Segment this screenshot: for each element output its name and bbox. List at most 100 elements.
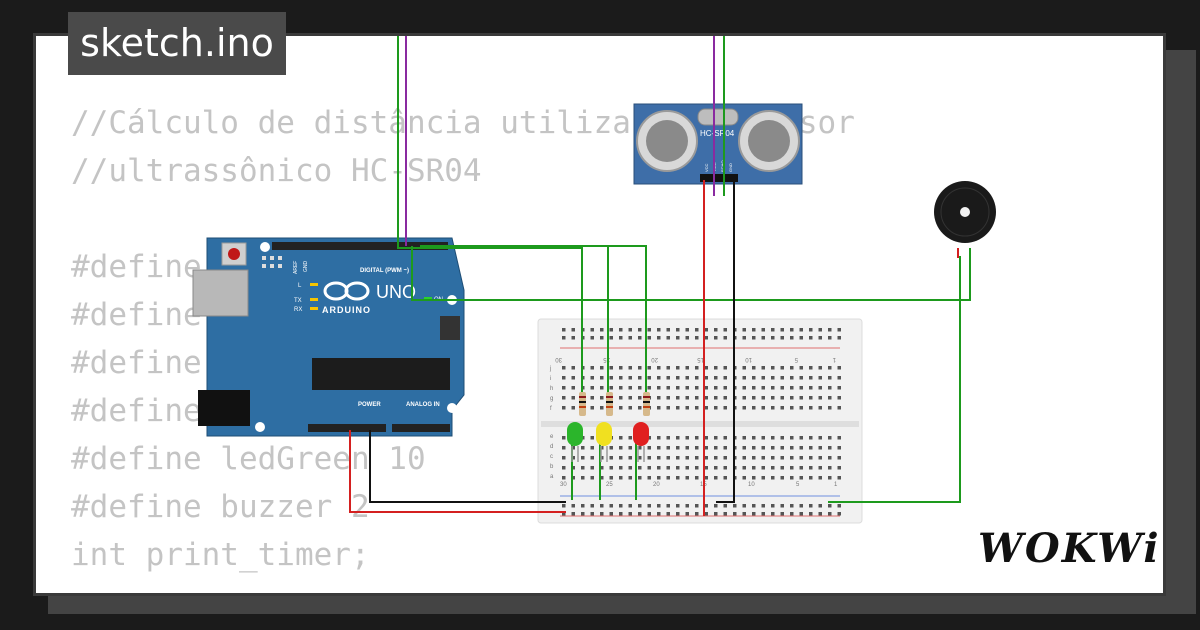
wires[interactable]	[349, 36, 971, 516]
breadboard-hole	[609, 512, 613, 516]
breadboard-hole	[799, 386, 803, 390]
breadboard-hole	[723, 456, 727, 460]
breadboard-hole	[742, 512, 746, 516]
breadboard-hole	[628, 336, 632, 340]
breadboard-hole	[761, 366, 765, 370]
breadboard-hole	[780, 376, 784, 380]
breadboard-hole	[638, 386, 642, 390]
breadboard-hole	[780, 328, 784, 332]
breadboard-hole	[771, 386, 775, 390]
breadboard-hole	[742, 436, 746, 440]
breadboard-hole	[780, 466, 784, 470]
breadboard[interactable]: 30 25 20 15 10 5 1 30 25 20 15 10 5 1 j …	[537, 318, 863, 524]
breadboard-hole	[723, 366, 727, 370]
digital-header[interactable]	[272, 242, 448, 250]
breadboard-hole	[799, 436, 803, 440]
breadboard-hole	[761, 466, 765, 470]
buzzer[interactable]	[934, 181, 996, 243]
breadboard-hole	[790, 386, 794, 390]
breadboard-hole	[666, 386, 670, 390]
breadboard-hole	[704, 366, 708, 370]
breadboard-hole	[704, 406, 708, 410]
breadboard-hole	[780, 446, 784, 450]
breadboard-hole	[600, 504, 604, 508]
resistors[interactable]	[579, 392, 650, 416]
breadboard-hole	[609, 456, 613, 460]
hc-sr04-ultrasonic-sensor[interactable]: HC-SR04 VCC TRIG ECHO GND	[633, 103, 803, 185]
led-red[interactable]	[633, 422, 649, 462]
breadboard-hole	[695, 446, 699, 450]
breadboard-hole	[809, 446, 813, 450]
breadboard-hole	[638, 446, 642, 450]
breadboard-hole	[600, 476, 604, 480]
breadboard-hole	[809, 366, 813, 370]
led-green[interactable]	[567, 422, 583, 462]
breadboard-hole	[723, 406, 727, 410]
breadboard-hole	[609, 376, 613, 380]
breadboard-hole	[809, 386, 813, 390]
breadboard-hole	[837, 336, 841, 340]
breadboard-hole	[761, 396, 765, 400]
breadboard-hole	[828, 406, 832, 410]
breadboard-hole	[628, 366, 632, 370]
breadboard-hole	[837, 446, 841, 450]
breadboard-hole	[571, 376, 575, 380]
breadboard-hole	[581, 504, 585, 508]
breadboard-hole	[676, 376, 680, 380]
breadboard-hole	[714, 396, 718, 400]
wire-green	[411, 246, 971, 301]
breadboard-hole	[619, 366, 623, 370]
breadboard-hole	[695, 366, 699, 370]
reset-button[interactable]	[228, 248, 240, 260]
breadboard-hole	[742, 456, 746, 460]
breadboard-hole	[818, 328, 822, 332]
breadboard-hole	[771, 504, 775, 508]
wire-black	[369, 430, 566, 503]
breadboard-hole	[685, 456, 689, 460]
breadboard-hole	[780, 512, 784, 516]
breadboard-hole	[609, 504, 613, 508]
breadboard-hole	[809, 376, 813, 380]
breadboard-hole	[799, 456, 803, 460]
breadboard-hole	[562, 336, 566, 340]
breadboard-hole	[714, 446, 718, 450]
usb-connector	[192, 269, 249, 317]
breadboard-hole	[628, 328, 632, 332]
bb-col-label: 20	[651, 356, 658, 362]
led-yellow[interactable]	[596, 422, 612, 462]
arduino-uno-board[interactable]: DIGITAL (PWM ~) AREF GND L TX RX UNO ARD…	[192, 237, 465, 437]
breadboard-hole	[600, 336, 604, 340]
sensor-label: HC-SR04	[700, 129, 735, 138]
breadboard-hole	[790, 476, 794, 480]
breadboard-hole	[695, 436, 699, 440]
breadboard-hole	[780, 406, 784, 410]
analog-header[interactable]	[392, 424, 450, 432]
breadboard-hole	[752, 504, 756, 508]
breadboard-hole	[799, 406, 803, 410]
breadboard-hole	[742, 328, 746, 332]
breadboard-hole	[666, 476, 670, 480]
analog-label: ANALOG IN	[406, 402, 440, 408]
bb-col-label: 5	[794, 356, 798, 362]
bb-col-label: 15	[697, 356, 704, 362]
breadboard-hole	[837, 466, 841, 470]
breadboard-hole	[676, 512, 680, 516]
breadboard-hole	[590, 504, 594, 508]
breadboard-hole	[666, 512, 670, 516]
breadboard-hole	[685, 406, 689, 410]
breadboard-hole	[837, 366, 841, 370]
breadboard-hole	[600, 466, 604, 470]
breadboard-hole	[714, 376, 718, 380]
breadboard-hole	[609, 366, 613, 370]
breadboard-hole	[581, 456, 585, 460]
breadboard-hole	[638, 376, 642, 380]
breadboard-hole	[590, 466, 594, 470]
breadboard-hole	[723, 376, 727, 380]
breadboard-hole	[790, 328, 794, 332]
file-name-tab[interactable]: sketch.ino	[68, 12, 286, 75]
breadboard-hole	[600, 386, 604, 390]
power-header[interactable]	[308, 424, 386, 432]
breadboard-hole	[799, 328, 803, 332]
breadboard-hole	[590, 336, 594, 340]
